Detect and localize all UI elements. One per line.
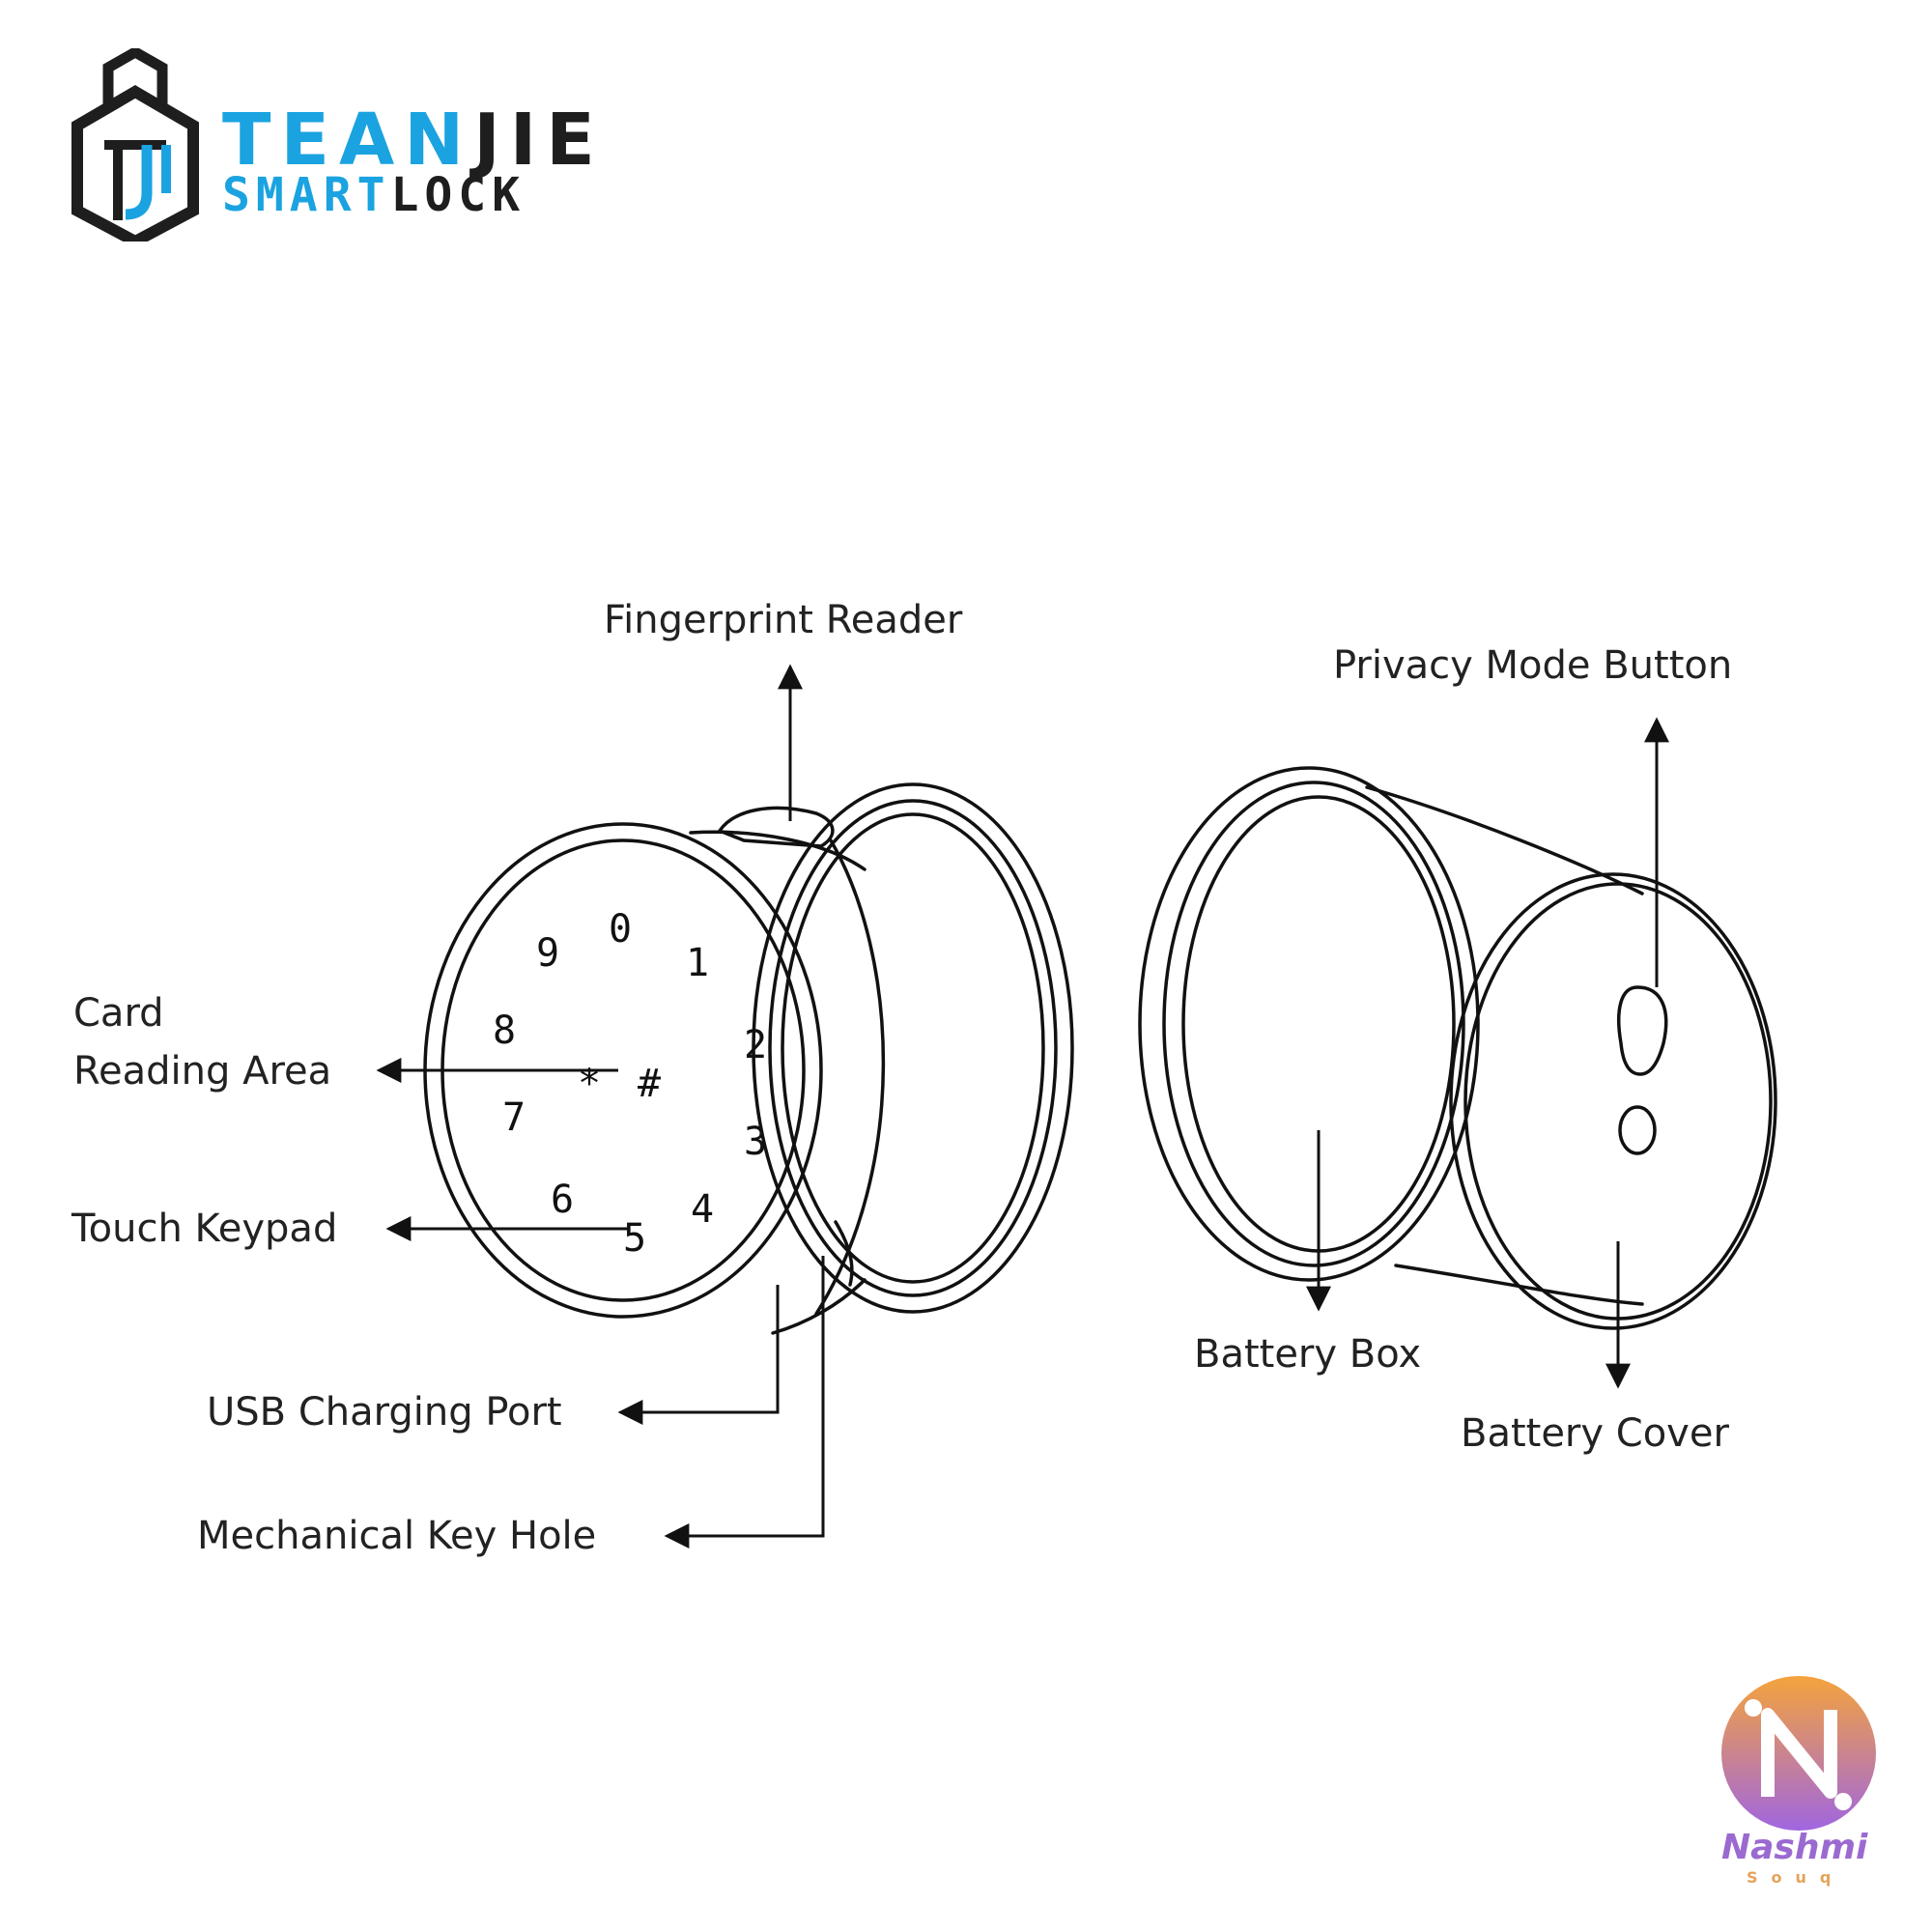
label-battery-box: Battery Box	[1194, 1332, 1422, 1377]
privacy-mode-button-icon	[1617, 985, 1668, 1076]
key-9: 9	[536, 931, 559, 976]
watermark-name: Nashmi	[1721, 1828, 1868, 1867]
rear-lock-rose	[1138, 766, 1480, 1282]
key-7: 7	[502, 1095, 526, 1140]
brand-name-part1: TEAN	[222, 99, 474, 182]
label-card-reading-area-line2: Reading Area	[73, 1049, 332, 1094]
key-3: 3	[744, 1120, 767, 1164]
key-2: 2	[744, 1023, 767, 1067]
rear-lock-body	[1365, 785, 1644, 1306]
key-4: 4	[691, 1187, 714, 1232]
watermark-sub: Souq	[1747, 1868, 1845, 1887]
label-battery-cover: Battery Cover	[1461, 1411, 1729, 1456]
fingerprint-reader-icon	[717, 806, 835, 848]
key-0: 0	[609, 907, 632, 952]
battery-cover	[1449, 872, 1777, 1330]
key-star: *	[578, 1062, 601, 1106]
brand-sub-part1: SMART	[222, 168, 391, 222]
label-fingerprint-reader: Fingerprint Reader	[604, 598, 963, 642]
brand-name-part2: JIE	[473, 99, 605, 182]
teanjie-logo-icon	[71, 48, 199, 242]
brand-subtitle: SMARTLOCK	[222, 172, 526, 218]
label-touch-keypad: Touch Keypad	[71, 1207, 338, 1251]
lock-indicator-icon	[1618, 1105, 1657, 1155]
leader-usb-charging-port	[617, 1285, 780, 1425]
touch-keypad: 0 1 2 3 4 5 6 7 8 9 * #	[493, 907, 767, 1261]
label-privacy-mode-button: Privacy Mode Button	[1333, 643, 1733, 688]
brand-name: TEANJIE	[222, 104, 605, 176]
brand-sub-part2: LOCK	[390, 168, 526, 222]
leader-mechanical-key-hole	[664, 1256, 825, 1548]
key-hash: #	[638, 1062, 661, 1106]
key-1: 1	[686, 941, 709, 985]
key-8: 8	[493, 1009, 516, 1053]
front-lock-rose	[752, 782, 1074, 1314]
label-usb-charging-port: USB Charging Port	[207, 1390, 562, 1435]
label-card-reading-area-line1: Card	[73, 991, 164, 1036]
label-mechanical-key-hole: Mechanical Key Hole	[197, 1514, 597, 1558]
nashmi-logo-icon	[1721, 1676, 1876, 1831]
key-6: 6	[551, 1178, 574, 1222]
key-5: 5	[623, 1216, 646, 1261]
